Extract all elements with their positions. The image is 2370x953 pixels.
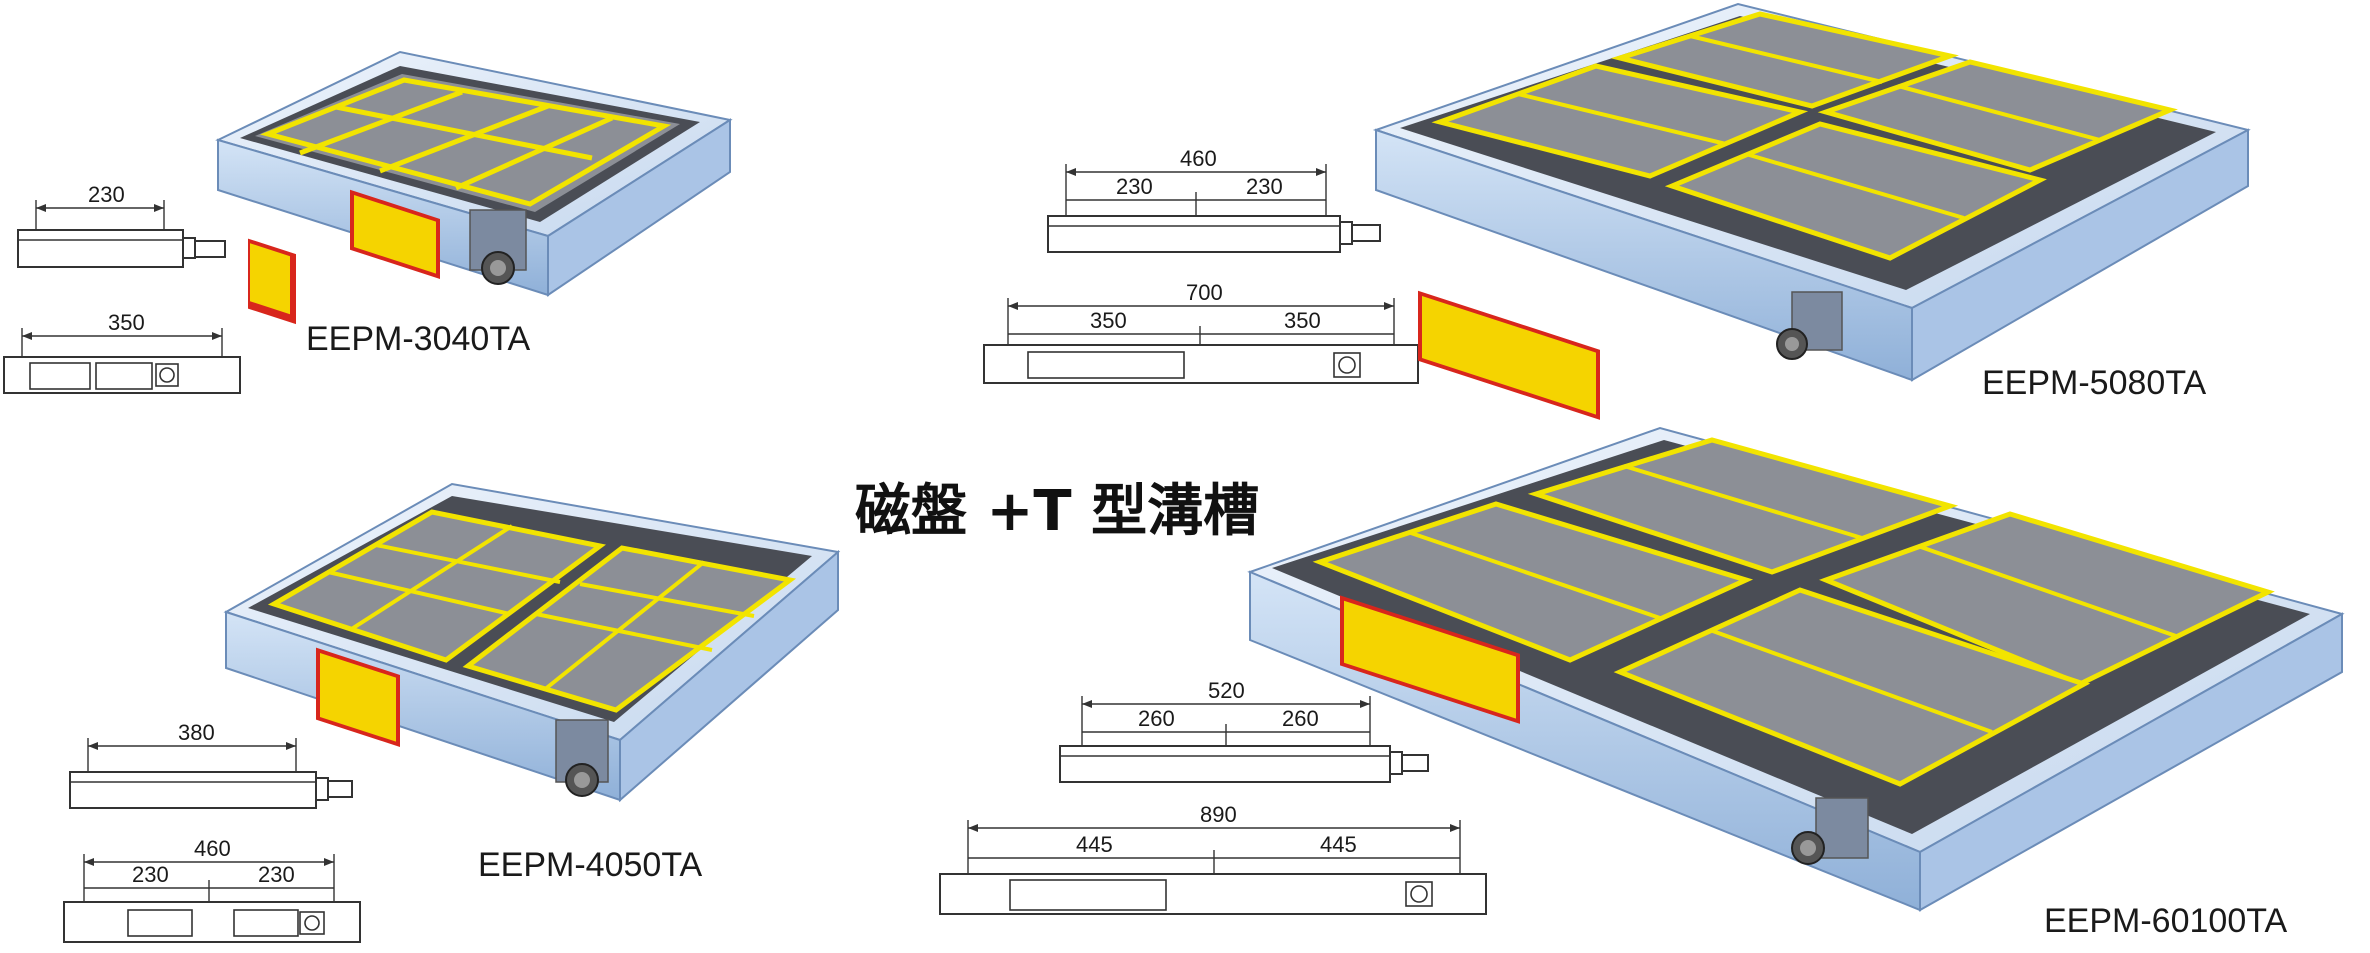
side-view-drawing: 350 xyxy=(3,310,241,394)
top-view-drawing: 380 xyxy=(69,720,353,809)
dim-label: 350 xyxy=(1090,308,1127,333)
dim-label: 445 xyxy=(1076,832,1113,857)
top-view-drawing: 520 260 260 xyxy=(1059,678,1429,783)
product-eepm-3040ta: 230 350 xyxy=(3,50,733,394)
dim-label: 380 xyxy=(178,720,215,745)
side-view-drawing: 460 230 230 xyxy=(63,836,361,943)
dim-label: 700 xyxy=(1186,280,1223,305)
product-eepm-60100ta: 520 260 260 890 445 445 xyxy=(939,426,2345,940)
dim-label: 230 xyxy=(258,862,295,887)
magnetic-chuck-image xyxy=(1372,2,2251,420)
model-name: EEPM-4050TA xyxy=(478,846,703,884)
dim-label: 230 xyxy=(1246,174,1283,199)
side-view-drawing: 890 445 445 xyxy=(939,802,1487,915)
top-view-drawing: 460 230 230 xyxy=(1047,146,1381,253)
dim-label: 350 xyxy=(108,310,145,335)
dim-label: 260 xyxy=(1282,706,1319,731)
dim-label: 520 xyxy=(1208,678,1245,703)
side-view-drawing: 700 350 350 xyxy=(983,280,1419,384)
dim-label: 445 xyxy=(1320,832,1357,857)
dim-label: 260 xyxy=(1138,706,1175,731)
magnetic-chuck-image xyxy=(223,482,841,803)
magnetic-chuck-image xyxy=(1247,426,2345,912)
magnetic-pole-grid xyxy=(267,509,797,713)
model-name: EEPM-5080TA xyxy=(1982,364,2207,402)
magnetic-pole-grid xyxy=(1431,11,2178,261)
dim-label: 350 xyxy=(1284,308,1321,333)
dim-label: 230 xyxy=(1116,174,1153,199)
magnetic-pole-grid xyxy=(1312,437,2275,787)
page-title: 磁盤 +T 型溝槽 xyxy=(855,479,1259,544)
product-eepm-5080ta: 460 230 230 700 350 350 xyxy=(983,2,2251,420)
caution-label xyxy=(250,243,290,315)
magnetic-chuck-image xyxy=(215,50,733,325)
dim-label: 230 xyxy=(88,182,125,207)
dim-label: 460 xyxy=(194,836,231,861)
model-name: EEPM-60100TA xyxy=(2044,902,2287,940)
product-eepm-4050ta: 380 460 230 230 xyxy=(63,482,841,943)
dim-label: 230 xyxy=(132,862,169,887)
model-name: EEPM-3040TA xyxy=(306,320,531,358)
dim-label: 890 xyxy=(1200,802,1237,827)
top-view-drawing: 230 xyxy=(17,182,226,268)
dim-label: 460 xyxy=(1180,146,1217,171)
